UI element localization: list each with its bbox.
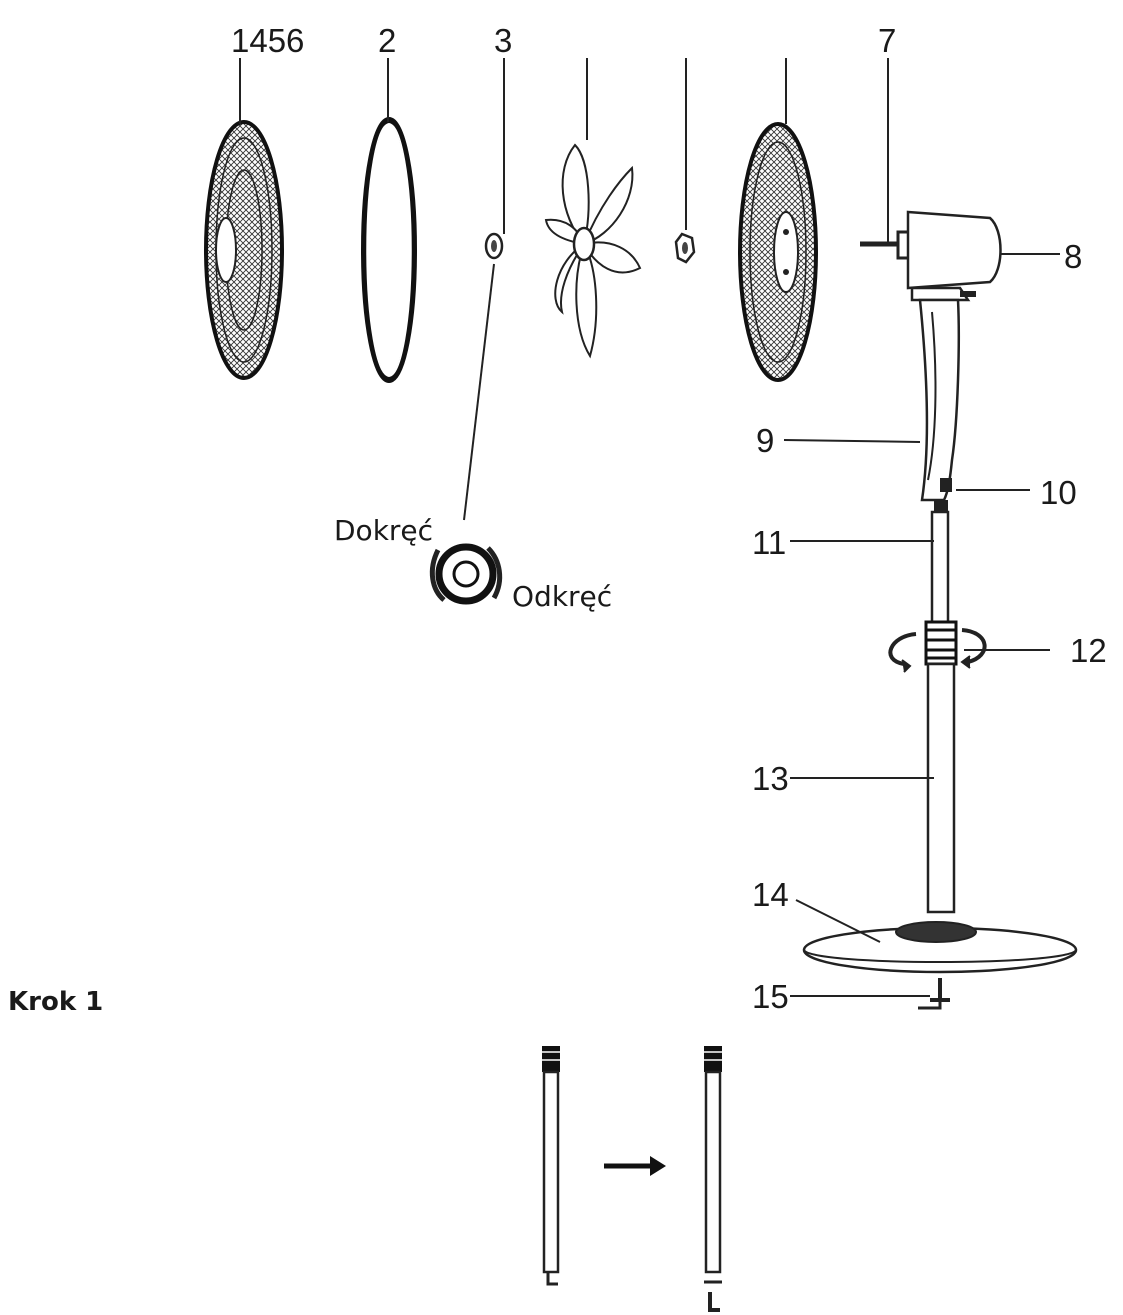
label-part-15: 15 [752, 978, 789, 1015]
step-title: Krok 1 [8, 987, 103, 1017]
label-part-1456: 1456 [231, 22, 304, 59]
rotation-direction-icon [429, 543, 503, 605]
label-part-13: 13 [752, 760, 789, 797]
fan-body [918, 298, 960, 502]
step-pole-before [542, 1046, 560, 1286]
label-part-12: 12 [1070, 632, 1107, 669]
upper-pole [930, 500, 950, 626]
grille-ring [361, 117, 417, 383]
step-arrow [604, 1156, 666, 1176]
base-screw [918, 978, 950, 1010]
spinner-cap [484, 232, 504, 260]
leader-lines [239, 58, 1060, 997]
label-part-7: 7 [878, 22, 896, 59]
fan-base [802, 921, 1078, 974]
label-part-8: 8 [1064, 238, 1082, 275]
step-pole-after [704, 1046, 722, 1312]
front-grille [204, 120, 284, 380]
label-part-9: 9 [756, 422, 774, 459]
motor-head [860, 210, 1002, 302]
loosen-label: Odkręć [512, 580, 612, 613]
lower-pole [926, 662, 956, 914]
height-lock-knob [888, 620, 987, 673]
label-part-2: 2 [378, 22, 396, 59]
fan-blade [544, 143, 642, 359]
label-part-10: 10 [1040, 474, 1077, 511]
label-part-3: 3 [494, 22, 512, 59]
rear-grille [738, 122, 818, 382]
label-part-14: 14 [752, 876, 789, 913]
tighten-label: Dokręć [334, 514, 433, 547]
label-part-11: 11 [752, 524, 786, 561]
blade-nut [674, 232, 696, 264]
